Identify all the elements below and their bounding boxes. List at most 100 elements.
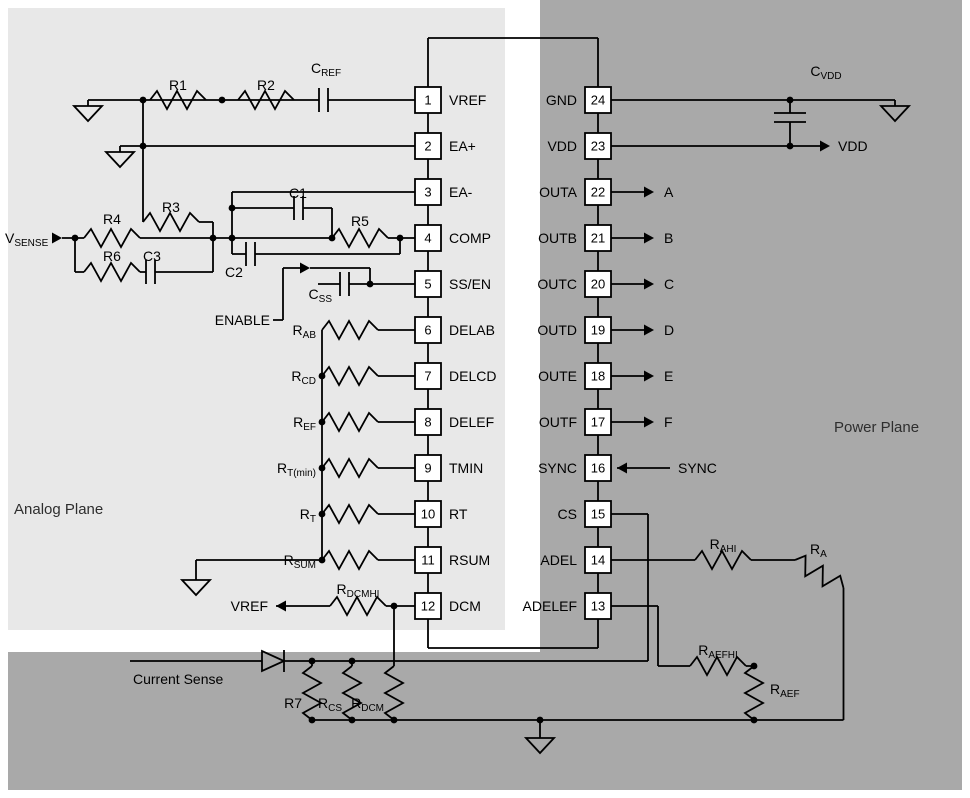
pin-name-outc: OUTC (537, 276, 577, 292)
pin-number-14: 14 (591, 553, 605, 568)
pin-number-13: 13 (591, 599, 605, 614)
pin-name-rsum: RSUM (449, 552, 490, 568)
label-r3: R3 (162, 199, 180, 215)
label-r1: R1 (169, 77, 187, 93)
bottom-plane-region (8, 652, 962, 790)
pin-name-adelef: ADELEF (523, 598, 577, 614)
pin-number-6: 6 (424, 323, 431, 338)
label-sync-net: SYNC (678, 460, 717, 476)
label-rtmin: RT(min) (277, 460, 316, 479)
label-ref: REF (293, 414, 316, 433)
pin-name-dcm: DCM (449, 598, 481, 614)
pin-name-sync: SYNC (538, 460, 577, 476)
pin-name-rt: RT (449, 506, 468, 522)
pin-box-4 (414, 224, 442, 252)
pin-number-20: 20 (591, 277, 605, 292)
pin-number-5: 5 (424, 277, 431, 292)
pin-box-17 (584, 408, 612, 436)
pin-number-21: 21 (591, 231, 605, 246)
power-plane-label: Power Plane (834, 419, 919, 436)
pin-number-15: 15 (591, 507, 605, 522)
pin-box-15 (584, 500, 612, 528)
label-rcd: RCD (291, 368, 316, 387)
pin-name-outf: OUTF (539, 414, 577, 430)
pin-box-12 (414, 592, 442, 620)
label-vdd-net: VDD (838, 138, 868, 154)
ic-right-pin-names: GND VDD OUTA OUTB OUTC OUTD OUTE OUTF SY… (523, 92, 578, 614)
pin-name-vdd: VDD (547, 138, 577, 154)
label-cvdd: CVDD (810, 63, 841, 82)
pin-box-8 (414, 408, 442, 436)
label-c1: C1 (289, 185, 307, 201)
pin-number-11: 11 (421, 553, 435, 568)
label-cref: CREF (311, 60, 341, 79)
pin-box-19 (584, 316, 612, 344)
pin-box-22 (584, 178, 612, 206)
label-raef: RAEF (770, 681, 800, 700)
analog-plane-label: Analog Plane (14, 501, 103, 518)
ic-right-pins: 24 23 22 21 20 19 18 17 16 15 14 13 (584, 86, 612, 620)
label-current-sense: Current Sense (133, 671, 223, 687)
pin-box-5 (414, 270, 442, 298)
pin-box-13 (584, 592, 612, 620)
pin-number-10: 10 (421, 507, 435, 522)
pin-name-delef: DELEF (449, 414, 494, 430)
ic-left-pins: 1 2 3 4 5 6 7 8 9 10 11 12 (414, 86, 442, 620)
pin-name-outd: OUTD (537, 322, 577, 338)
pin-number-19: 19 (591, 323, 605, 338)
pin-number-9: 9 (424, 461, 431, 476)
pin-name-cs: CS (558, 506, 577, 522)
pin-box-7 (414, 362, 442, 390)
pin-box-2 (414, 132, 442, 160)
pin-box-6 (414, 316, 442, 344)
pin-box-18 (584, 362, 612, 390)
label-rcs: RCS (318, 695, 342, 714)
component-labels: R1 R2 CREF R3 C1 R5 R4 R6 C3 C 2 VSENSE C… (5, 60, 868, 714)
pin-name-oute: OUTE (538, 368, 577, 384)
pin-name-comp: COMP (449, 230, 491, 246)
pin-number-1: 1 (424, 93, 431, 108)
label-r6: R6 (103, 248, 121, 264)
junction-dots (71, 96, 794, 724)
pin-number-18: 18 (591, 369, 605, 384)
label-rdcmhi: RDCMHI (337, 581, 380, 600)
pin-box-3 (414, 178, 442, 206)
pin-number-12: 12 (421, 599, 435, 614)
pin-name-eaplus: EA+ (449, 138, 476, 154)
pin-box-24 (584, 86, 612, 114)
pin-number-2: 2 (424, 139, 431, 154)
pin-number-4: 4 (424, 231, 431, 246)
label-out-a: A (664, 184, 674, 200)
label-vref-tap: VREF (231, 598, 268, 614)
pin-name-outa: OUTA (539, 184, 578, 200)
pin-box-20 (584, 270, 612, 298)
ic-left-pin-names: VREF EA+ EA- COMP SS/EN DELAB DELCD DELE… (449, 92, 496, 614)
pin-box-23 (584, 132, 612, 160)
label-out-c: C (664, 276, 674, 292)
pin-box-21 (584, 224, 612, 252)
pin-name-delab: DELAB (449, 322, 495, 338)
label-r2: R2 (257, 77, 275, 93)
pin-box-11 (414, 546, 442, 574)
label-r5: R5 (351, 213, 369, 229)
pin-box-10 (414, 500, 442, 528)
label-out-b: B (664, 230, 673, 246)
label-out-f: F (664, 414, 673, 430)
pin-name-adel: ADEL (540, 552, 577, 568)
label-r7: R7 (284, 695, 302, 711)
pin-number-24: 24 (591, 93, 605, 108)
label-rahi: RAHI (710, 536, 737, 555)
pin-number-7: 7 (424, 369, 431, 384)
label-c3: C3 (143, 248, 161, 264)
pin-box-16 (584, 454, 612, 482)
pin-box-9 (414, 454, 442, 482)
label-out-d: D (664, 322, 674, 338)
label-r4: R4 (103, 211, 121, 227)
pin-number-3: 3 (424, 185, 431, 200)
pin-number-16: 16 (591, 461, 605, 476)
pin-number-8: 8 (424, 415, 431, 430)
pin-box-1 (414, 86, 442, 114)
label-vsense: VSENSE (5, 230, 49, 249)
label-raefhi: RAEFHI (698, 642, 738, 661)
